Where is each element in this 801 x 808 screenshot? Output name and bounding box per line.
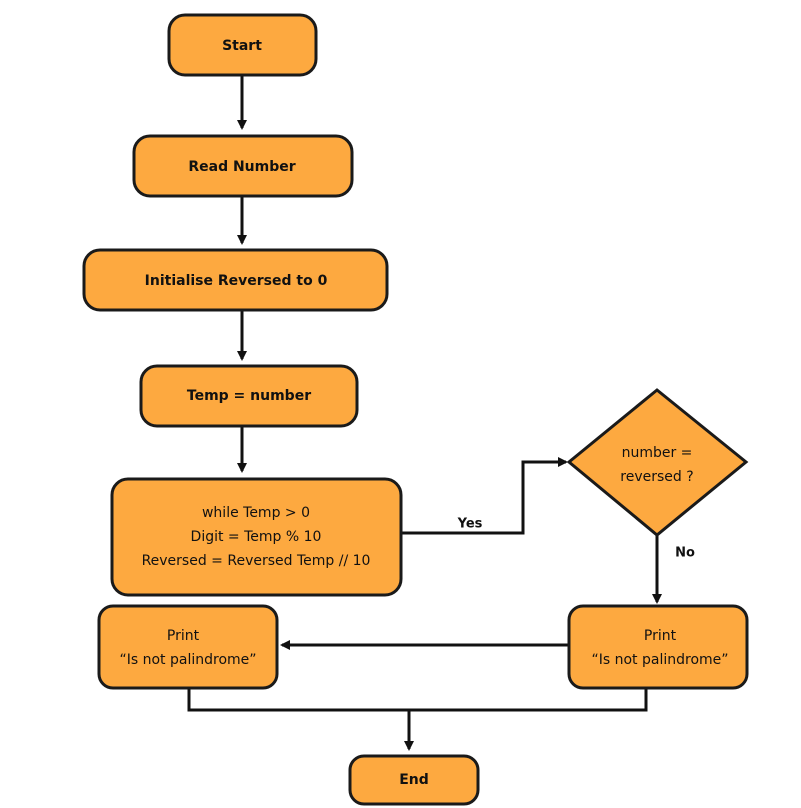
edge-label-yes: Yes (457, 517, 483, 532)
node-temp-number-label: Temp = number (187, 388, 311, 404)
node-while-loop-line-3: Reversed = Reversed Temp // 10 (142, 553, 371, 569)
node-while-loop-line-2: Digit = Temp % 10 (191, 529, 322, 545)
node-while-loop-line-1: while Temp > 0 (202, 505, 310, 521)
node-read-number-label: Read Number (188, 159, 295, 175)
node-print-left: Print “Is not palindrome” (97, 604, 279, 690)
node-while-loop: while Temp > 0 Digit = Temp % 10 Reverse… (110, 477, 403, 597)
node-read-number: Read Number (132, 134, 354, 198)
node-print-left-line-1: Print (167, 628, 200, 644)
node-start: Start (167, 13, 318, 77)
connector-loop-decision (401, 457, 568, 535)
node-initialise-reversed: Initialise Reversed to 0 (82, 248, 389, 312)
node-end-label: End (399, 772, 429, 788)
node-print-left-line-2: “Is not palindrome” (119, 652, 256, 668)
connectors (187, 75, 662, 751)
node-temp-number: Temp = number (139, 364, 359, 428)
node-print-right-line-1: Print (644, 628, 677, 644)
node-print-right-line-2: “Is not palindrome” (591, 652, 728, 668)
node-end: End (348, 754, 480, 806)
node-initialise-reversed-label: Initialise Reversed to 0 (145, 273, 328, 289)
node-decision-line-1: number = (622, 445, 693, 461)
connector-print-right-merge (409, 688, 648, 712)
connector-print-left-merge (187, 688, 409, 712)
node-decision: number = reversed ? (566, 388, 749, 537)
node-print-right: Print “Is not palindrome” (567, 604, 749, 690)
node-start-label: Start (222, 38, 262, 54)
edge-label-no: No (675, 546, 695, 561)
node-decision-line-2: reversed ? (620, 469, 693, 485)
